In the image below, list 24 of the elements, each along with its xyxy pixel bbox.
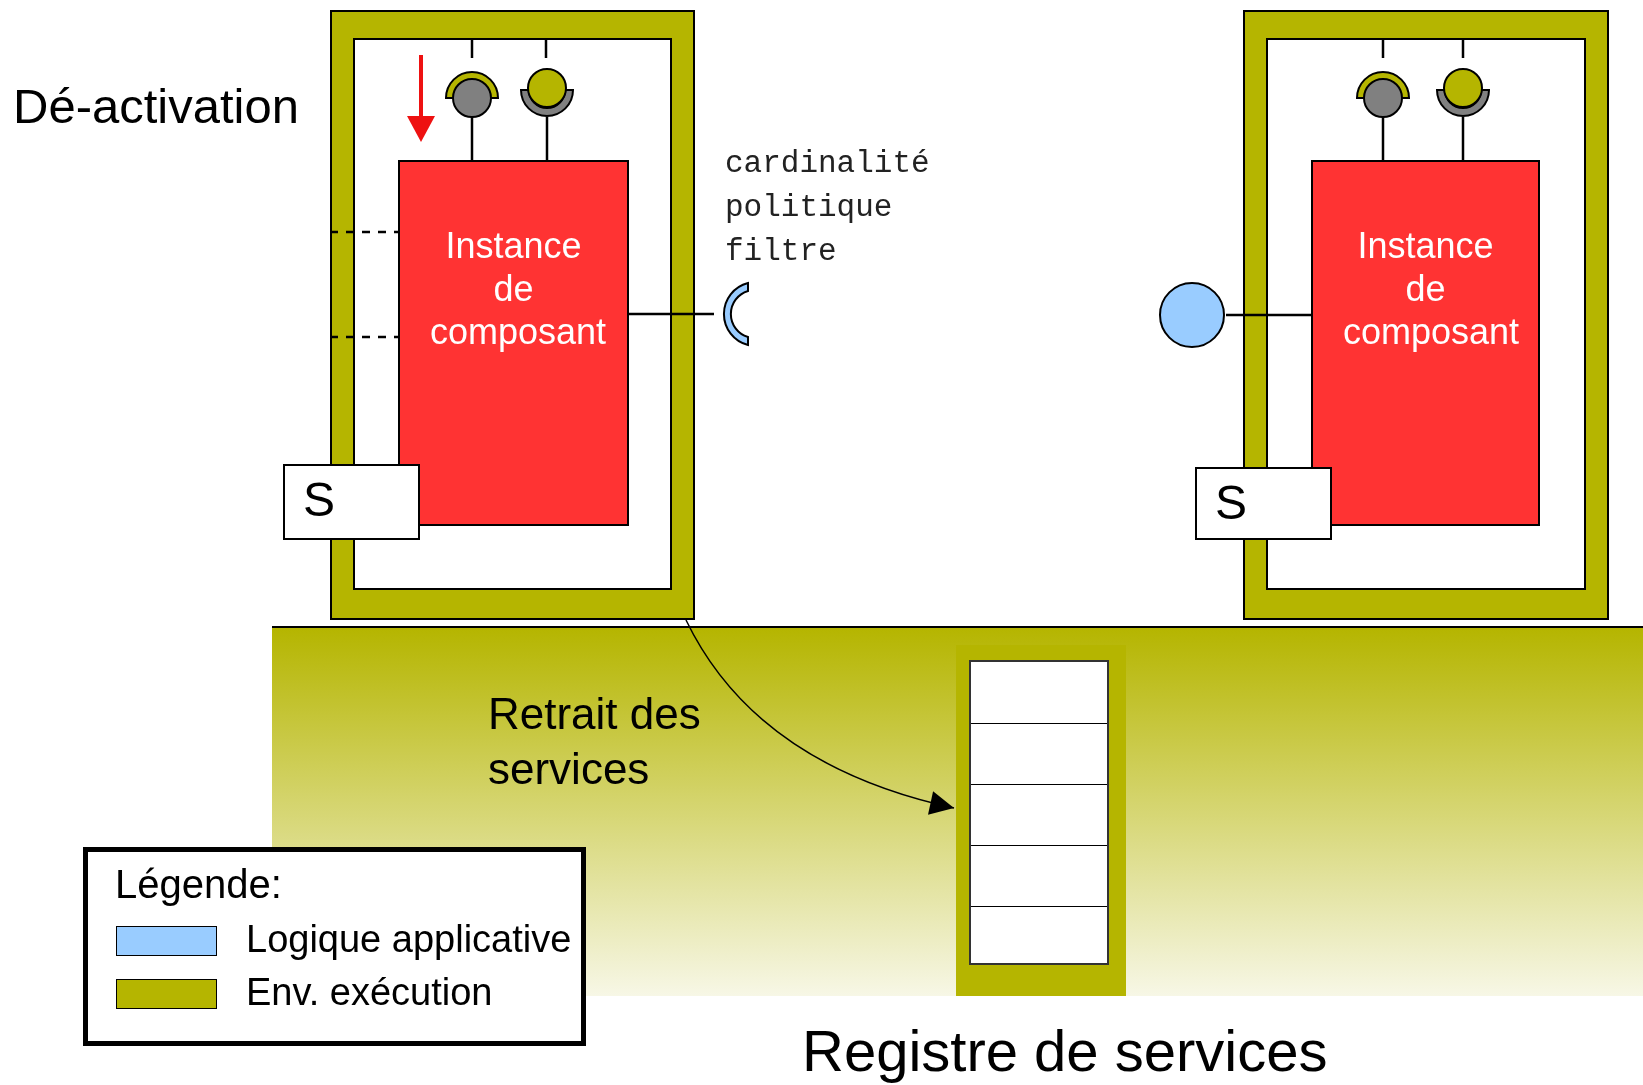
component-instance-box [1311,160,1540,526]
diagram-title: Dé-activation [13,78,299,134]
service-letter: S [303,473,335,526]
connector-line [1461,117,1465,160]
connector-line [1381,117,1385,160]
arrow [685,619,955,814]
provided-interface-icon [1158,281,1226,349]
legend-title: Légende: [115,862,282,907]
edge-label: Retrait des services [488,688,702,795]
connector-line [470,117,474,160]
component-instance-box [398,160,629,526]
legend-label: Logique applicative [246,918,572,961]
connector-line [629,312,714,316]
instance-label: Instance de composant [1343,225,1520,353]
interface-properties-label: cardinalité politique filtre [725,145,931,272]
registry-title: Registre de services [802,1017,1328,1084]
connector-line [1226,313,1311,317]
service-letter: S [1215,476,1247,529]
connector-line [545,117,549,160]
runtime-container [1243,10,1609,620]
service-box [1195,467,1332,540]
instance-label: Instance de composant [430,225,607,353]
legend-label: Env. exécution [246,971,493,1014]
service-box [283,464,420,540]
